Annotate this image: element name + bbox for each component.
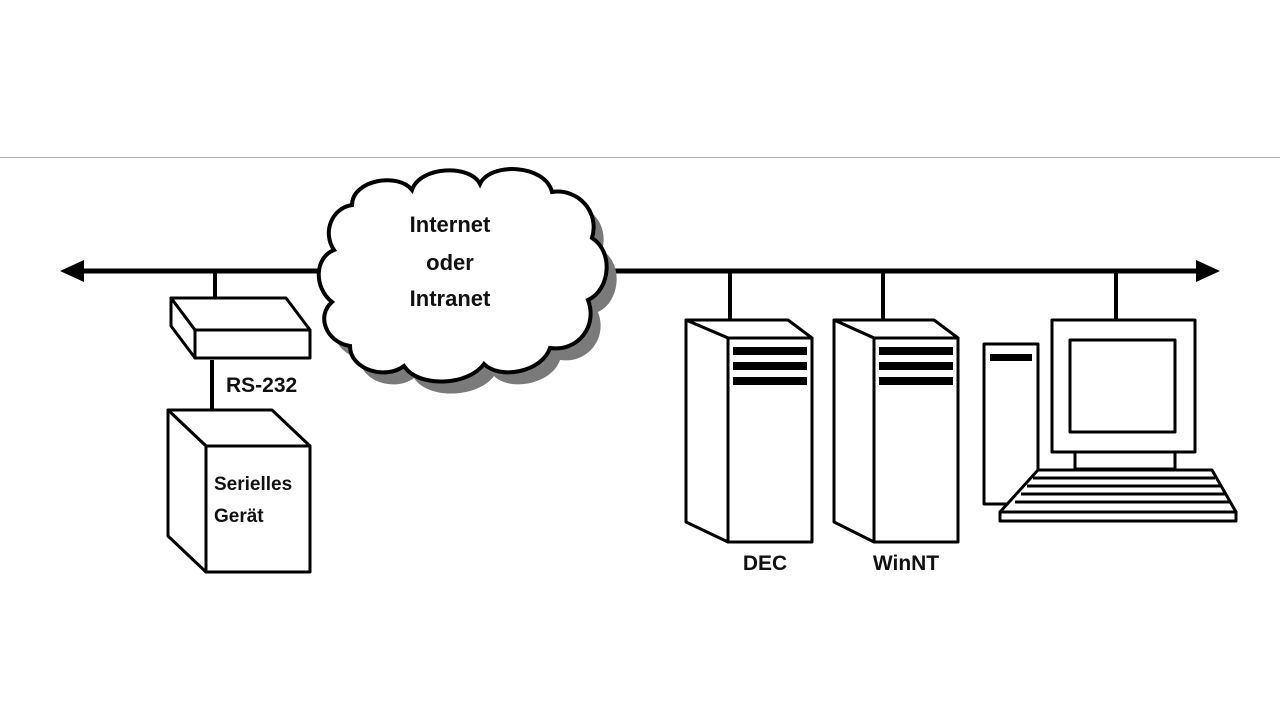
connection-lines xyxy=(210,271,1118,410)
converter-box-icon xyxy=(169,296,312,360)
right-arrow-icon xyxy=(1196,260,1220,282)
monitor-icon xyxy=(1050,318,1197,471)
cloud-label-line2: oder xyxy=(426,250,474,275)
workstation-icon xyxy=(982,318,1238,523)
winnt-server-label: WinNT xyxy=(873,552,939,575)
network-backbone xyxy=(60,260,1220,282)
serial-device-icon xyxy=(166,408,312,574)
dec-server-icon xyxy=(684,318,814,544)
rs232-label: RS-232 xyxy=(226,374,297,397)
keyboard-icon xyxy=(998,468,1238,523)
serial-device-label-line2: Gerät xyxy=(214,506,264,527)
dec-server-label: DEC xyxy=(743,552,787,575)
cloud-label-line1: Internet xyxy=(410,212,491,237)
winnt-server-icon xyxy=(832,318,960,544)
serial-device-label-line1: Serielles xyxy=(214,474,292,495)
left-arrow-icon xyxy=(60,260,84,282)
cloud-label-line3: Intranet xyxy=(410,286,491,311)
top-divider-line xyxy=(0,157,1280,158)
cloud-icon xyxy=(316,167,617,394)
